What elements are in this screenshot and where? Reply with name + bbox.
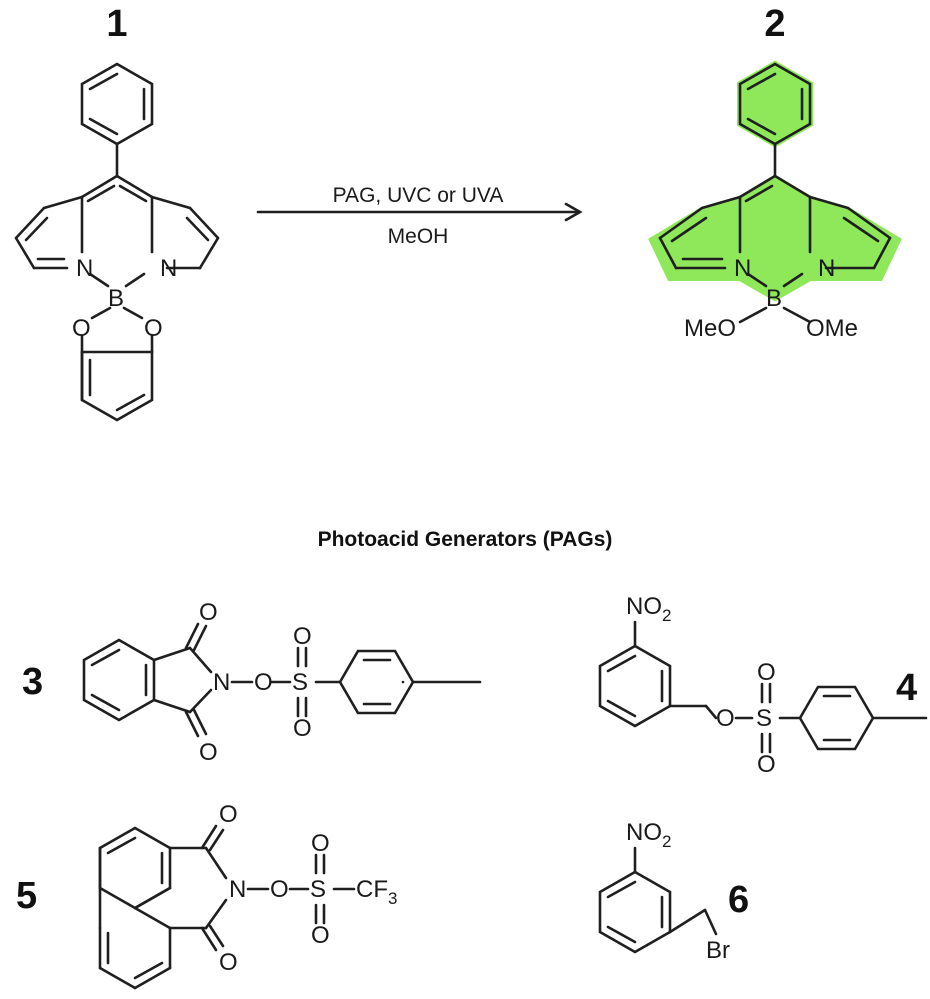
fluorescence-highlight bbox=[648, 60, 902, 302]
sulfur-label: S bbox=[310, 876, 326, 903]
oxygen-label: O bbox=[144, 315, 163, 342]
nitrogen-label: N bbox=[160, 255, 177, 282]
oxygen-label: O bbox=[716, 705, 735, 732]
conditions-reagents: PAG, UVC or UVA bbox=[333, 184, 504, 207]
compound-4: NO2 O S O O 4 bbox=[598, 593, 928, 778]
oxygen-label: O bbox=[293, 623, 312, 650]
compound-6: NO2 Br 6 bbox=[598, 819, 749, 964]
oxygen-label: O bbox=[311, 922, 330, 949]
compound-5-number: 5 bbox=[16, 875, 37, 917]
compound-1: N N B O O 1 bbox=[14, 3, 220, 422]
compound-6-number: 6 bbox=[728, 879, 749, 921]
oxygen-label: O bbox=[199, 599, 218, 626]
methoxy-left-label: MeO bbox=[684, 315, 736, 342]
oxygen-label: O bbox=[293, 715, 312, 742]
compound-5: 5 O bbox=[16, 801, 397, 990]
pags-heading: Photoacid Generators (PAGs) bbox=[318, 528, 613, 551]
sulfur-label: S bbox=[292, 669, 308, 696]
oxygen-label: O bbox=[72, 315, 91, 342]
oxygen-label: O bbox=[219, 801, 238, 828]
nitrogen-label: N bbox=[818, 255, 835, 282]
compound-4-number: 4 bbox=[896, 667, 917, 709]
oxygen-label: O bbox=[199, 739, 218, 766]
conditions-solvent: MeOH bbox=[388, 225, 449, 248]
nitrogen-label: N bbox=[213, 669, 230, 696]
oxygen-label: O bbox=[270, 876, 289, 903]
sulfur-label: S bbox=[756, 705, 772, 732]
nitrogen-label: N bbox=[76, 255, 93, 282]
methoxy-right-label: OMe bbox=[806, 315, 858, 342]
compound-2: N N B MeO OMe 2 bbox=[648, 3, 902, 342]
boron-label: B bbox=[766, 285, 782, 312]
reaction-arrow: PAG, UVC or UVA MeOH bbox=[256, 184, 583, 248]
trifluoromethyl-label: CF3 bbox=[356, 876, 397, 908]
bromine-label: Br bbox=[706, 937, 730, 964]
boron-label: B bbox=[108, 285, 124, 312]
highlight-phenyl bbox=[737, 60, 813, 148]
oxygen-label: O bbox=[757, 659, 776, 686]
nitrogen-label: N bbox=[734, 255, 751, 282]
compound-3-number: 3 bbox=[22, 661, 43, 703]
compound-1-number: 1 bbox=[106, 3, 127, 45]
nitro-label: NO2 bbox=[626, 593, 671, 625]
phenyl-ring bbox=[80, 62, 154, 146]
oxygen-label: O bbox=[311, 830, 330, 857]
compound-2-number: 2 bbox=[764, 3, 785, 45]
compound-3: 3 O O N O S O O bbox=[22, 599, 482, 766]
nitro-label: NO2 bbox=[626, 819, 671, 851]
oxygen-label: O bbox=[757, 751, 776, 778]
oxygen-label: O bbox=[219, 949, 238, 976]
highlight-core bbox=[648, 174, 902, 302]
nitrogen-label: N bbox=[229, 876, 246, 903]
arrow-head-icon bbox=[564, 202, 583, 222]
oxygen-label: O bbox=[254, 669, 273, 696]
